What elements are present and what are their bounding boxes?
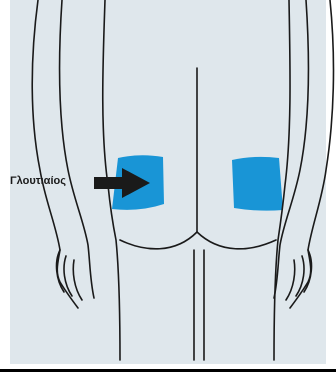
right-buttock-curve [197, 232, 276, 249]
right-arm-inner [274, 0, 308, 298]
left-arm-outer [32, 0, 78, 308]
gluteal-label: Γλουτιαίος [10, 175, 66, 187]
left-hand [57, 250, 82, 300]
left-buttock-curve [120, 232, 197, 249]
right-hand [286, 250, 311, 300]
left-arm-inner [60, 0, 94, 298]
injection-site-right [232, 157, 283, 211]
